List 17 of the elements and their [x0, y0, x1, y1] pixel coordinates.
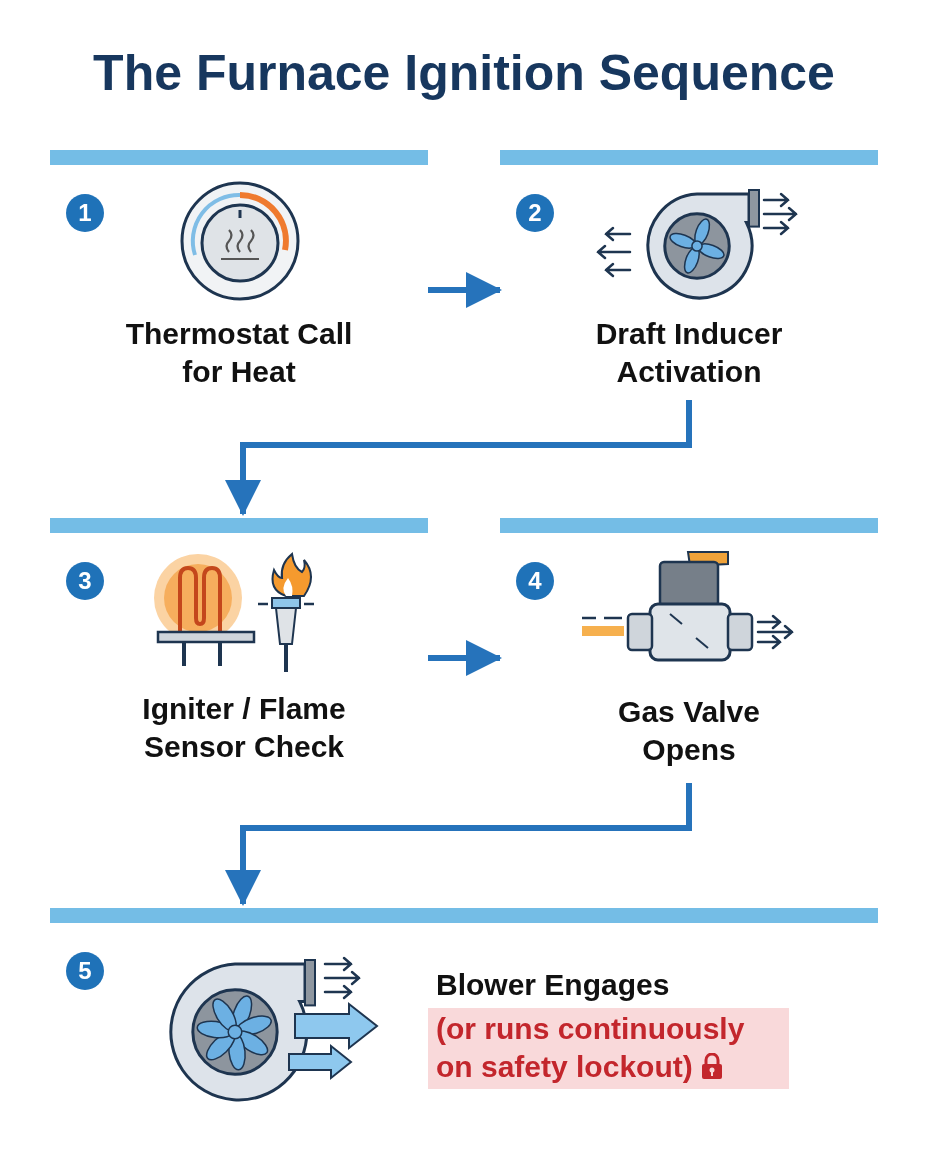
warning-note: (or runs continuously on safety lockout) — [428, 1008, 789, 1089]
title: The Furnace Ignition Sequence — [92, 46, 836, 101]
step-number: 1 — [66, 194, 104, 232]
flow-arrow — [225, 783, 692, 906]
flow-arrow — [225, 400, 692, 516]
flow-arrow — [428, 640, 502, 676]
step-number: 3 — [66, 562, 104, 600]
step-panel — [50, 908, 878, 1100]
step-title: Blower Engages — [436, 967, 671, 1003]
step-number: 5 — [66, 952, 104, 990]
step-title: Igniter / Flame Sensor Check — [141, 691, 347, 766]
step-title: Thermostat Call for Heat — [124, 316, 354, 391]
step-title: Gas Valve Opens — [617, 694, 761, 769]
flow-arrow — [428, 272, 502, 308]
step-number: 4 — [516, 562, 554, 600]
step-number: 2 — [516, 194, 554, 232]
step-title: Draft Inducer Activation — [594, 316, 784, 391]
